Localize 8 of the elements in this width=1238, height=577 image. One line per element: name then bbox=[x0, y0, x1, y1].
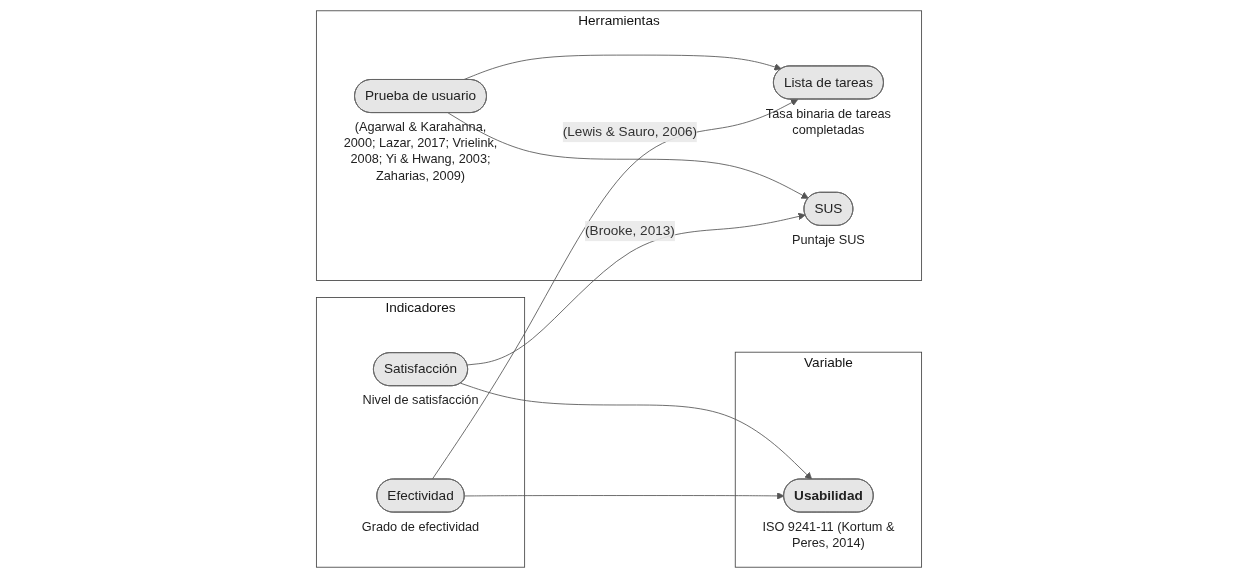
annotation-text: Tasa binaria de tareas completadas bbox=[765, 105, 891, 137]
annotation-text: Nivel de satisfacción bbox=[362, 391, 479, 407]
edge-label: (Lewis & Sauro, 2006) bbox=[562, 123, 698, 139]
edge-label: (Brooke, 2013) bbox=[585, 222, 675, 238]
annotation-text: Puntaje SUS bbox=[792, 231, 865, 247]
annotation-text: Grado de efectividad bbox=[361, 518, 480, 534]
annotation-text: (Agarwal & Karahanna, 2000; Lazar, 2017; Vrielink, 2008; Yi & Hwang, 2003; Zaharias, 2009) bbox=[343, 118, 498, 183]
annotation-text: ISO 9241-11 (Kortum & Peres, 2014) bbox=[762, 518, 895, 550]
